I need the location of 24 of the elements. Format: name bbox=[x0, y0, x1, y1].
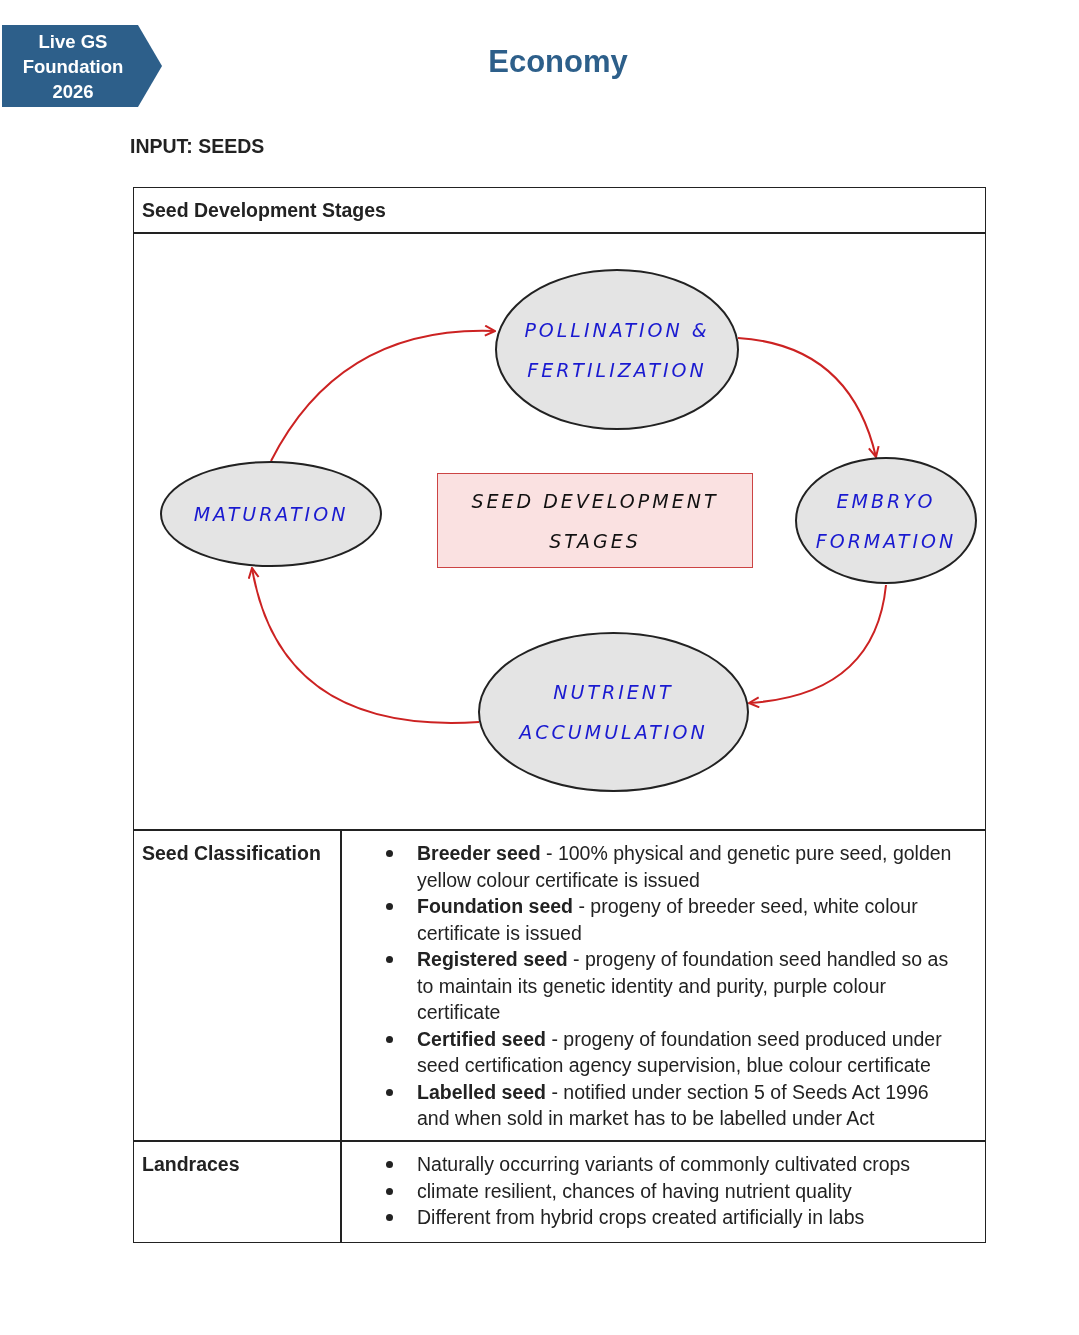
course-badge: Live GS Foundation 2026 bbox=[2, 25, 162, 107]
stage-text: MATURATION bbox=[193, 502, 349, 527]
row-heading: Seed Classification bbox=[142, 842, 321, 865]
bullet-item: Breeder seed - 100% physical and genetic pure seed, golden yellow colour certificate is issued bbox=[342, 840, 963, 893]
arrow bbox=[270, 325, 496, 462]
bullet-item: Certified seed - progeny of foundation seed produced under seed certification agency supervision, blue colour certificate bbox=[342, 1025, 963, 1079]
bullet-item: climate resilient, chances of having nutrient quality bbox=[342, 1177, 963, 1204]
bullet-item: Naturally occurring variants of commonly cultivated crops bbox=[342, 1151, 963, 1178]
bullet-item: Different from hybrid crops created artificially in labs bbox=[342, 1204, 963, 1231]
stage-text: EMBRYO FORMATION bbox=[815, 488, 957, 554]
arrow bbox=[248, 567, 480, 724]
stage-text: POLLINATION & FERTILIZATION bbox=[523, 317, 711, 383]
section-heading: INPUT: SEEDS bbox=[130, 135, 265, 158]
bullet-item: Registered seed - progeny of foundation seed handled so as to maintain its genetic identity and purity, purple colour certificate bbox=[342, 946, 963, 1026]
page-title: Economy bbox=[487, 44, 629, 80]
stage-text: NUTRIENT ACCUMULATION bbox=[517, 680, 709, 745]
center-label-box bbox=[437, 473, 753, 568]
arrow bbox=[748, 584, 887, 708]
row-heading: Seed Development Stages bbox=[142, 199, 386, 222]
arrow bbox=[737, 337, 880, 458]
bullet-item: Labelled seed - notified under section 5 of Seeds Act 1996 and when sold in market has to be labelled under Act bbox=[342, 1078, 963, 1132]
bullet-item: Foundation seed - progeny of breeder seed, white colour certificate is issued bbox=[342, 893, 963, 946]
stage-text: SEED DEVELOPMENT STAGES bbox=[470, 488, 720, 554]
row-heading: Landraces bbox=[142, 1153, 240, 1176]
